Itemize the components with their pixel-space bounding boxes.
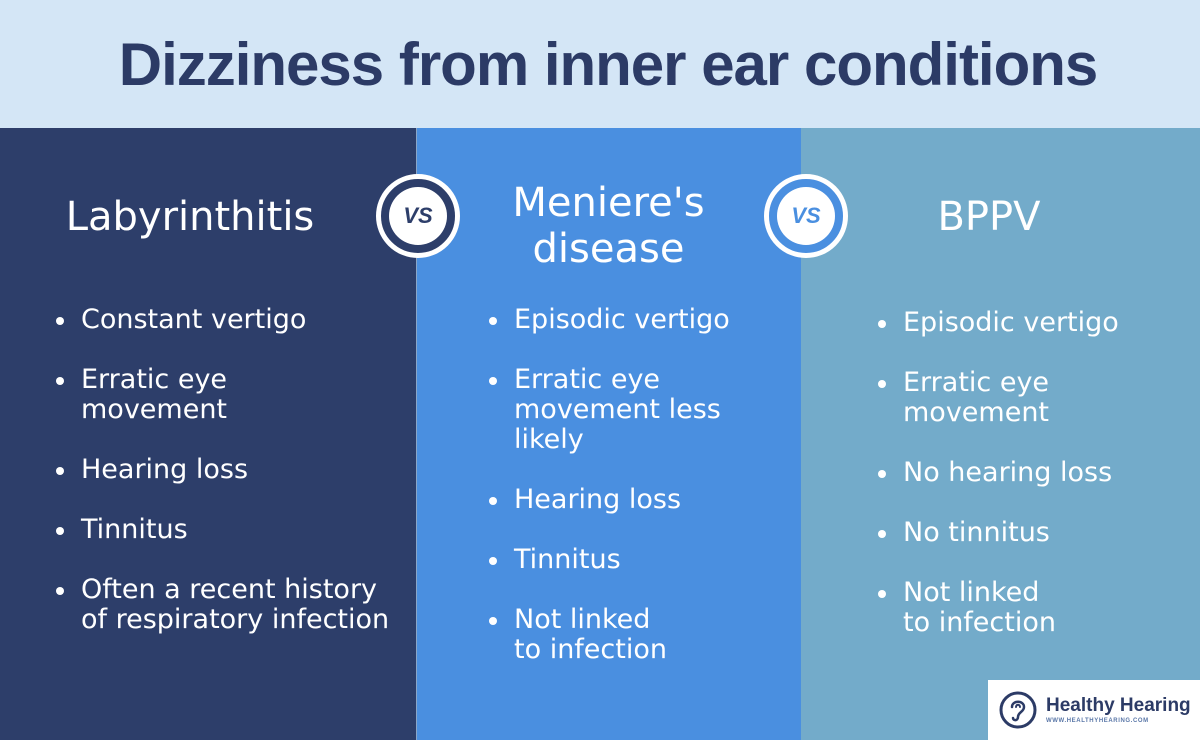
vs-label: VS	[389, 187, 447, 245]
symptom-list: Constant vertigo Erratic eye movement He…	[53, 305, 403, 665]
brand-text: Healthy Hearing WWW.HEALTHYHEARING.COM	[1046, 695, 1191, 725]
symptom-list: Episodic vertigo Erratic eye movement No…	[875, 308, 1195, 668]
column-title: Labyrinthitis	[65, 194, 315, 240]
list-item: Episodic vertigo	[486, 305, 786, 335]
list-item: Episodic vertigo	[875, 308, 1195, 338]
list-item: Tinnitus	[486, 545, 786, 575]
list-item: Erratic eye movement less likely	[486, 365, 744, 455]
list-item: Erratic eye movement	[53, 365, 281, 425]
vs-badge: VS	[764, 174, 848, 258]
column-title: BPPV	[937, 194, 1041, 240]
column-divider	[416, 128, 417, 740]
list-item: No hearing loss	[875, 458, 1195, 488]
healthy-hearing-logo: Healthy Hearing WWW.HEALTHYHEARING.COM	[988, 680, 1200, 740]
header-banner: Dizziness from inner ear conditions	[0, 0, 1200, 128]
column-title: Meniere's disease	[512, 180, 705, 272]
list-item: Tinnitus	[53, 515, 403, 545]
list-item: Not linked to infection	[486, 605, 684, 665]
vs-badge: VS	[376, 174, 460, 258]
list-item: Hearing loss	[486, 485, 786, 515]
list-item: No tinnitus	[875, 518, 1195, 548]
vs-label: VS	[777, 187, 835, 245]
column-labyrinthitis: Labyrinthitis Constant vertigo Erratic e…	[0, 128, 416, 740]
list-item: Constant vertigo	[53, 305, 403, 335]
page-title: Dizziness from inner ear conditions	[118, 30, 1099, 98]
list-item: Hearing loss	[53, 455, 403, 485]
symptom-list: Episodic vertigo Erratic eye movement le…	[486, 305, 786, 695]
list-item: Erratic eye movement	[875, 368, 1103, 428]
list-item: Not linked to infection	[875, 578, 1073, 638]
ear-icon	[999, 691, 1037, 729]
brand-name: Healthy Hearing	[1046, 695, 1191, 716]
list-item: Often a recent history of respiratory in…	[53, 575, 391, 635]
column-menieres-disease: Meniere's disease Episodic vertigo Errat…	[416, 128, 801, 740]
column-bppv: BPPV Episodic vertigo Erratic eye moveme…	[801, 128, 1200, 740]
brand-url: WWW.HEALTHYHEARING.COM	[1046, 718, 1149, 724]
